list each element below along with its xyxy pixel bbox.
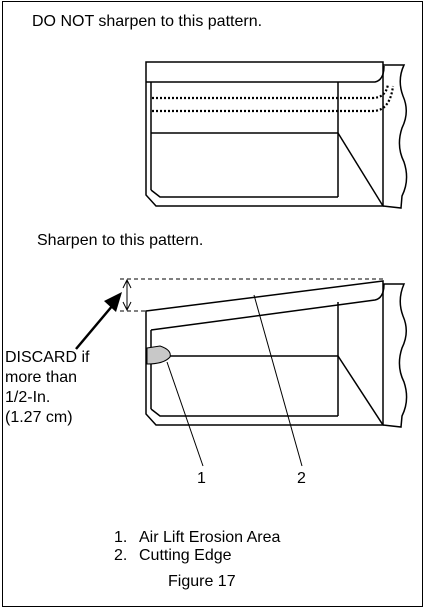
discard-note: DISCARD if more than 1/2-In. (1.27 cm) bbox=[5, 348, 89, 428]
discard-note-line: 1/2-In. bbox=[5, 389, 51, 406]
discard-note-line: more than bbox=[5, 369, 78, 386]
legend-item: 1. Air Lift Erosion Area bbox=[114, 529, 280, 547]
legend: 1. Air Lift Erosion Area 2. Cutting Edge bbox=[114, 529, 280, 565]
incorrect-pattern-label: DO NOT sharpen to this pattern. bbox=[32, 13, 263, 30]
legend-number: 2. bbox=[114, 547, 128, 564]
incorrect-blade-illustration bbox=[145, 61, 408, 209]
callout-1: 1 bbox=[197, 470, 206, 487]
correct-pattern-label: Sharpen to this pattern. bbox=[37, 232, 204, 249]
legend-text: Cutting Edge bbox=[139, 547, 232, 564]
discard-pointer-line bbox=[75, 304, 114, 350]
discard-note-line: DISCARD if bbox=[5, 349, 90, 366]
legend-item: 2. Cutting Edge bbox=[114, 547, 280, 565]
legend-text: Air Lift Erosion Area bbox=[139, 529, 281, 546]
figure-frame bbox=[2, 1, 423, 607]
correct-blade-illustration bbox=[120, 278, 408, 467]
discard-pointer-arrowhead bbox=[104, 292, 122, 312]
legend-number: 1. bbox=[114, 529, 128, 546]
discard-note-line: (1.27 cm) bbox=[5, 409, 73, 426]
callout-2: 2 bbox=[297, 470, 306, 487]
erosion-area-marker bbox=[146, 345, 171, 365]
figure-caption: Figure 17 bbox=[168, 573, 236, 590]
